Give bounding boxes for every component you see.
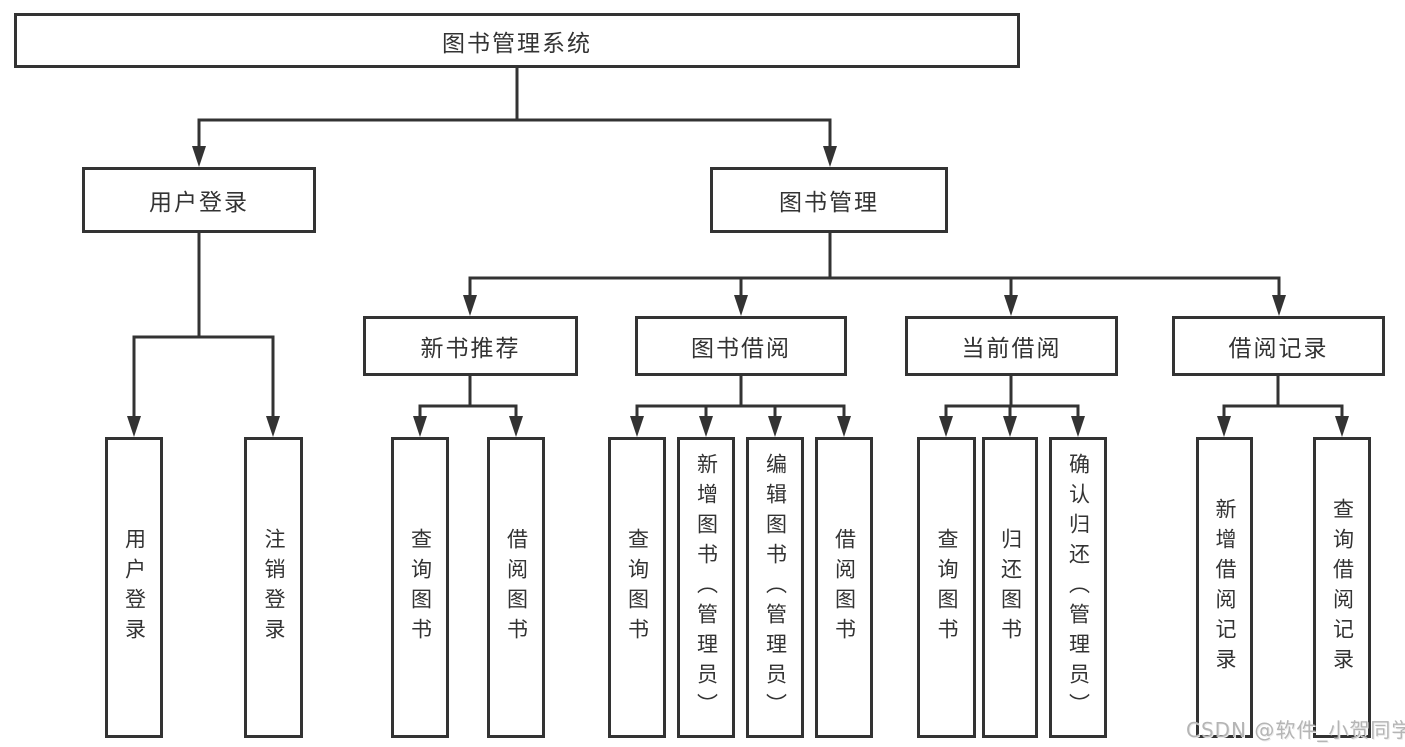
leaf-bookborrow-edit-admin: 编辑图书（管理员） — [746, 437, 804, 738]
connector-new-book-branch — [413, 376, 523, 437]
node-borrow-records: 借阅记录 — [1172, 316, 1385, 376]
leaf-bookborrow-query: 查询图书 — [608, 437, 666, 738]
watermark: CSDN @软件_小贺同学 — [1186, 718, 1405, 742]
node-book-borrow: 图书借阅 — [635, 316, 847, 376]
connector-current-borrow-branch — [939, 376, 1085, 437]
leaf-records-query: 查询借阅记录 — [1313, 437, 1371, 738]
leaf-user-login: 用户登录 — [105, 437, 163, 738]
connector-borrow-records-branch — [1217, 376, 1349, 437]
node-root: 图书管理系统 — [14, 13, 1020, 68]
leaf-current-query: 查询图书 — [917, 437, 976, 738]
leaf-current-confirm-admin: 确认归还（管理员） — [1049, 437, 1107, 738]
node-current-borrow: 当前借阅 — [905, 316, 1118, 376]
node-user-login: 用户登录 — [82, 167, 316, 233]
leaf-logout: 注销登录 — [244, 437, 303, 738]
connector-book-management-branch — [463, 233, 1286, 316]
leaf-records-add: 新增借阅记录 — [1196, 437, 1253, 738]
connector-root-to-level2 — [192, 66, 837, 167]
leaf-bookborrow-borrow: 借阅图书 — [815, 437, 873, 738]
leaf-bookborrow-add-admin: 新增图书（管理员） — [677, 437, 735, 738]
leaf-current-return: 归还图书 — [982, 437, 1038, 738]
connector-user-login-branch — [127, 233, 280, 437]
leaf-newbook-borrow: 借阅图书 — [487, 437, 545, 738]
node-new-book-recommend: 新书推荐 — [363, 316, 578, 376]
node-book-management: 图书管理 — [710, 167, 948, 233]
leaf-newbook-query: 查询图书 — [391, 437, 449, 738]
connector-book-borrow-branch — [630, 376, 851, 437]
